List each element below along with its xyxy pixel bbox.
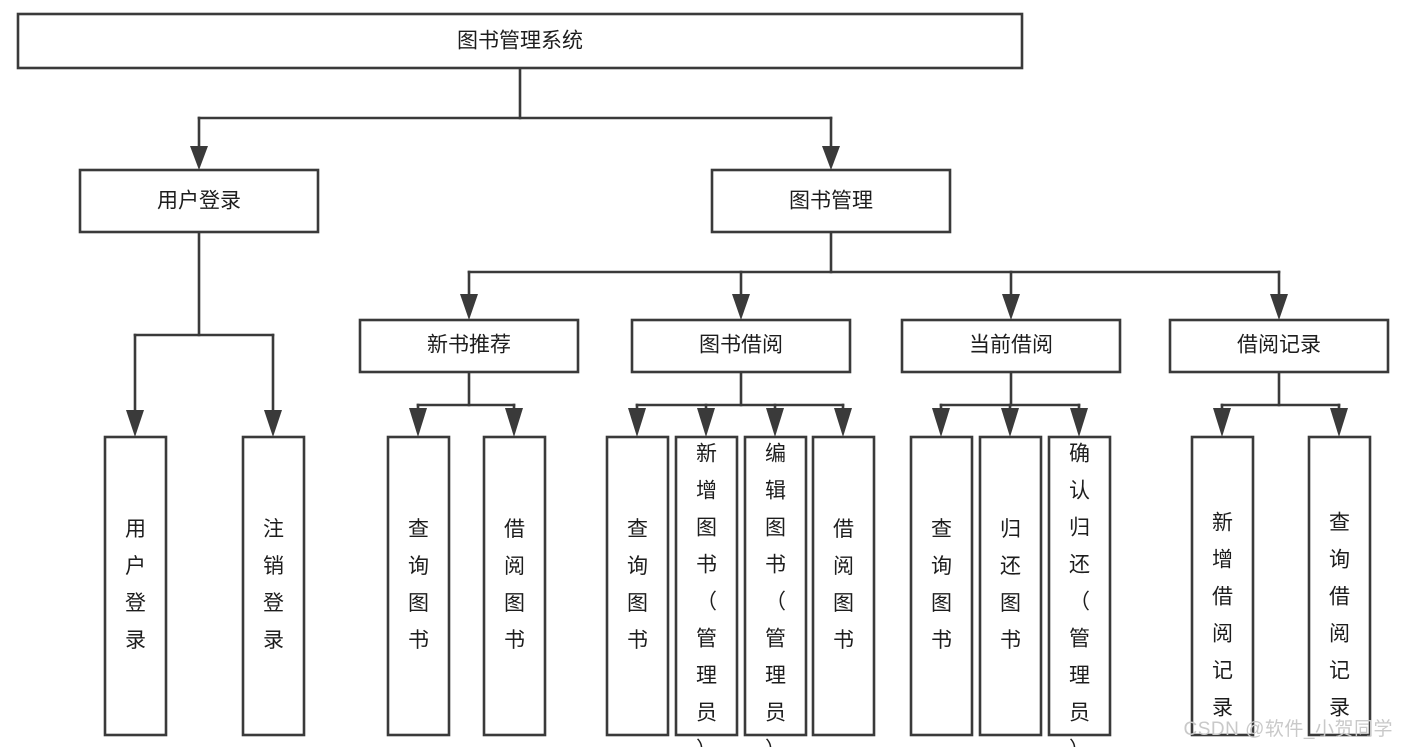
leaf-book-borrow-1-box[interactable]: [674, 435, 739, 737]
arrow-head-current-borrow: [1002, 294, 1020, 320]
leaf-current-borrow-1-box[interactable]: [978, 435, 1043, 737]
leaf-book-borrow-1-label: 新增图书（管理员）: [696, 443, 717, 747]
node-book-borrow-box[interactable]: [630, 318, 852, 374]
node-user-login-box[interactable]: [78, 168, 320, 234]
leaf-current-borrow-0[interactable]: 查询图书: [909, 435, 974, 737]
leaf-book-borrow-1[interactable]: 新增图书（管理员）: [674, 435, 739, 747]
leaf-book-borrow-3-box[interactable]: [811, 435, 876, 737]
leaf-book-borrow-2[interactable]: 编辑图书（管理员）: [743, 435, 808, 747]
arrow-head-leaf-new-book-1: [505, 408, 523, 437]
arrow-head-leaf-book-borrow-1: [697, 408, 715, 437]
arrow-head-leaf-borrow-record-0: [1213, 408, 1231, 437]
node-book-manage[interactable]: 图书管理: [710, 168, 952, 234]
leaf-book-borrow-3-label: 借阅图书: [833, 518, 854, 652]
leaf-user-login-1[interactable]: 注销登录: [241, 435, 306, 737]
node-new-book-recommend[interactable]: 新书推荐: [358, 318, 580, 374]
leaf-borrow-record-1-label: 查询借阅记录: [1329, 512, 1350, 720]
leaf-user-login-1-label: 注销登录: [263, 518, 284, 652]
node-new-book-recommend-box[interactable]: [358, 318, 580, 374]
node-borrow-record-label: 借阅记录: [1237, 334, 1321, 357]
leaf-book-borrow-2-label: 编辑图书（管理员）: [765, 443, 786, 747]
arrow-head-leaf-user-login-0: [126, 410, 144, 437]
leaf-current-borrow-1[interactable]: 归还图书: [978, 435, 1043, 737]
node-user-login-label: 用户登录: [157, 190, 241, 213]
node-current-borrow[interactable]: 当前借阅: [900, 318, 1122, 374]
node-borrow-record[interactable]: 借阅记录: [1168, 318, 1390, 374]
node-current-borrow-box[interactable]: [900, 318, 1122, 374]
leaf-book-borrow-3[interactable]: 借阅图书: [811, 435, 876, 737]
arrow-head-leaf-book-borrow-2: [766, 408, 784, 437]
leaf-book-borrow-0-label: 查询图书: [627, 518, 648, 652]
leaf-book-borrow-0-box[interactable]: [605, 435, 670, 737]
arrow-head-user-login: [190, 146, 208, 170]
leaf-current-borrow-1-label: 归还图书: [1000, 518, 1021, 652]
arrow-head-leaf-user-login-1: [264, 410, 282, 437]
arrow-head-borrow-record: [1270, 294, 1288, 320]
leaf-user-login-0[interactable]: 用户登录: [103, 435, 168, 737]
node-user-login[interactable]: 用户登录: [78, 168, 320, 234]
arrow-head-leaf-current-borrow-2: [1070, 408, 1088, 437]
leaf-borrow-record-0-box[interactable]: [1190, 435, 1255, 737]
leaf-current-borrow-2[interactable]: 确认归还（管理员）: [1047, 435, 1112, 747]
leaf-new-book-recommend-0-label: 查询图书: [408, 518, 429, 652]
leaf-current-borrow-0-label: 查询图书: [931, 518, 952, 652]
leaf-user-login-0-box[interactable]: [103, 435, 168, 737]
leaf-user-login-0-label: 用户登录: [125, 518, 146, 652]
node-root[interactable]: 图书管理系统: [16, 12, 1024, 70]
node-current-borrow-label: 当前借阅: [969, 334, 1053, 357]
leaf-current-borrow-2-box[interactable]: [1047, 435, 1112, 737]
leaf-borrow-record-0-label: 新增借阅记录: [1212, 512, 1233, 720]
arrow-head-leaf-book-borrow-0: [628, 408, 646, 437]
leaf-new-book-recommend-1-label: 借阅图书: [504, 518, 525, 652]
arrow-head-book-manage: [822, 146, 840, 170]
arrow-head-leaf-new-book-0: [409, 408, 427, 437]
arrow-head-leaf-borrow-record-1: [1330, 408, 1348, 437]
leaf-book-borrow-2-box[interactable]: [743, 435, 808, 737]
leaf-book-borrow-0[interactable]: 查询图书: [605, 435, 670, 737]
node-root-label: 图书管理系统: [457, 30, 583, 53]
leaf-borrow-record-0[interactable]: 新增借阅记录: [1190, 435, 1255, 737]
node-book-manage-box[interactable]: [710, 168, 952, 234]
leaf-new-book-recommend-0[interactable]: 查询图书: [386, 435, 451, 737]
leaf-user-login-1-box[interactable]: [241, 435, 306, 737]
leaf-current-borrow-2-label: 确认归还（管理员）: [1069, 443, 1090, 747]
node-borrow-record-box[interactable]: [1168, 318, 1390, 374]
node-book-borrow[interactable]: 图书借阅: [630, 318, 852, 374]
node-book-borrow-label: 图书借阅: [699, 334, 783, 357]
leaf-current-borrow-0-box[interactable]: [909, 435, 974, 737]
node-book-manage-label: 图书管理: [789, 190, 873, 213]
arrow-head-leaf-current-borrow-0: [932, 408, 950, 437]
arrow-head-leaf-current-borrow-1: [1001, 408, 1019, 437]
leaf-borrow-record-1[interactable]: 查询借阅记录: [1307, 435, 1372, 737]
arrow-head-leaf-book-borrow-3: [834, 408, 852, 437]
leaf-new-book-recommend-1-box[interactable]: [482, 435, 547, 737]
leaf-new-book-recommend-1[interactable]: 借阅图书: [482, 435, 547, 737]
arrow-head-new-book-recommend: [460, 294, 478, 320]
arrow-head-book-borrow: [732, 294, 750, 320]
connector-layer: [126, 66, 1348, 437]
node-root-box[interactable]: [16, 12, 1024, 70]
leaf-borrow-record-1-box[interactable]: [1307, 435, 1372, 737]
node-new-book-recommend-label: 新书推荐: [427, 334, 511, 357]
leaf-new-book-recommend-0-box[interactable]: [386, 435, 451, 737]
